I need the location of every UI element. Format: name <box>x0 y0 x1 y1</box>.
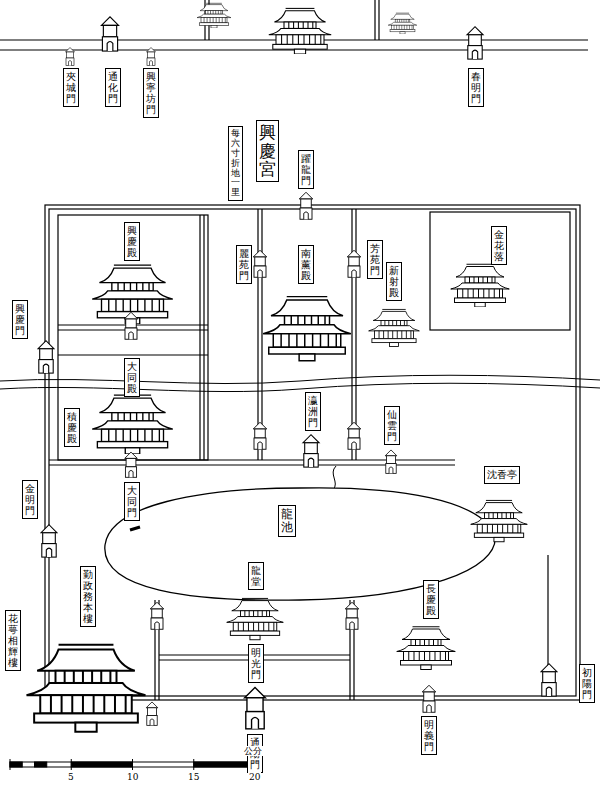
place-name-box: 通化門 <box>105 68 121 107</box>
place-name: 積慶殿 <box>67 411 77 444</box>
place-name-box: 仙雲門 <box>384 406 400 445</box>
place-name-box: 沈香亭 <box>484 466 520 484</box>
title-box: 興慶宮 <box>256 120 279 182</box>
place-name: 長慶殿 <box>426 583 436 616</box>
scale-label: 公分 <box>243 746 263 756</box>
scale-label: 5 <box>68 772 74 782</box>
place-name-box: 春明門 <box>468 68 484 107</box>
place-name: 通化門 <box>108 71 118 104</box>
scale-label: 15 <box>188 772 199 782</box>
place-name-box: 花萼相輝樓 <box>5 610 21 671</box>
place-name: 興寧坊門 <box>146 71 156 115</box>
place-name-box: 麗苑門 <box>236 245 252 284</box>
place-name: 仙雲門 <box>387 409 397 442</box>
place-name: 龍堂 <box>251 565 261 587</box>
scale-label: 10 <box>126 772 139 782</box>
place-name-box: 瀛洲門 <box>305 392 321 431</box>
place-name: 花萼相輝樓 <box>8 613 18 668</box>
place-name: 南薰殿 <box>301 248 311 281</box>
place-name: 麗苑門 <box>239 248 249 281</box>
place-name-box: 金花落 <box>491 226 507 265</box>
place-name: 大同殿 <box>127 361 137 394</box>
place-name-box: 新射殿 <box>386 262 402 301</box>
place-name-box: 積慶殿 <box>64 408 80 447</box>
place-name: 芳苑門 <box>370 243 380 276</box>
place-name-box: 勤政務本樓 <box>80 566 96 627</box>
place-name-box: 芳苑門 <box>367 240 383 279</box>
walls <box>0 0 588 700</box>
scale-label: 5 <box>67 772 75 782</box>
place-name: 夾城門 <box>66 71 76 104</box>
place-name: 龍池 <box>281 508 293 534</box>
buildings <box>27 3 558 731</box>
scale-bar <box>10 759 255 770</box>
place-name: 明光門 <box>251 647 261 680</box>
scale-label: 20 <box>249 772 260 782</box>
scale-label: 20 <box>248 772 261 782</box>
title-text: 興慶宮 <box>259 123 276 179</box>
place-name: 春明門 <box>471 71 481 104</box>
place-name: 大同門 <box>127 485 137 518</box>
place-name: 金明門 <box>25 483 35 516</box>
place-name-box: 龍池 <box>278 505 296 537</box>
place-name: 興慶門 <box>15 303 25 336</box>
place-name-box: 興慶門 <box>12 300 28 339</box>
place-name-box: 明義門 <box>421 716 437 755</box>
place-name: 明義門 <box>424 719 434 752</box>
scale-note: 每六寸折地一里 <box>231 129 240 198</box>
place-name: 新射殿 <box>389 265 399 298</box>
place-name-box: 躍龍門 <box>298 150 314 189</box>
place-name-box: 明光門 <box>248 644 264 683</box>
scale-label: 10 <box>127 772 138 782</box>
place-name-box: 興寧坊門 <box>143 68 159 118</box>
place-name-box: 金明門 <box>22 480 38 519</box>
place-name: 金花落 <box>494 229 504 262</box>
place-name: 躍龍門 <box>301 153 311 186</box>
place-name: 勤政務本樓 <box>83 569 93 624</box>
place-name: 興慶殿 <box>127 225 137 258</box>
scale-label: 15 <box>187 772 200 782</box>
note-box: 每六寸折地一里 <box>228 126 243 201</box>
place-name-box: 南薰殿 <box>298 245 314 284</box>
place-name: 初陽門 <box>582 667 592 700</box>
place-name-box: 大同殿 <box>124 358 140 397</box>
place-name-box: 龍堂 <box>248 562 264 590</box>
place-name-box: 興慶殿 <box>124 222 140 261</box>
scale-label: 公分 <box>244 746 262 756</box>
place-name: 瀛洲門 <box>308 395 318 428</box>
place-name: 沈香亭 <box>487 469 517 481</box>
place-name-box: 夾城門 <box>63 68 79 107</box>
place-name-box: 大同門 <box>124 482 140 521</box>
river <box>0 375 600 490</box>
place-name-box: 長慶殿 <box>423 580 439 619</box>
pond-mark <box>130 527 140 530</box>
place-name-box: 初陽門 <box>579 664 595 703</box>
